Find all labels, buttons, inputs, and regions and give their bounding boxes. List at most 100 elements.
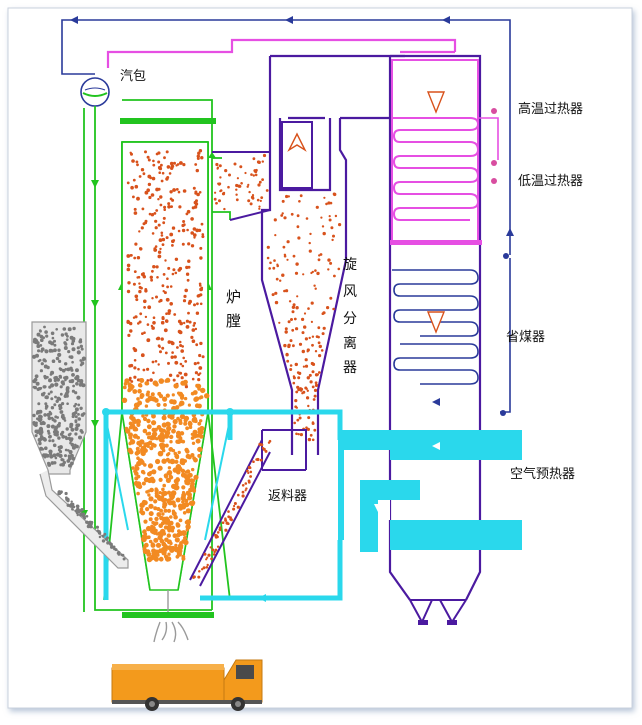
particle: [299, 194, 303, 198]
particle: [154, 521, 159, 525]
particle: [44, 446, 48, 451]
particle: [166, 533, 171, 538]
particle: [181, 439, 186, 444]
particle: [47, 431, 51, 435]
particle: [163, 403, 167, 407]
particle: [171, 244, 174, 247]
particle: [297, 433, 300, 436]
particle: [140, 510, 146, 516]
particle: [135, 446, 140, 451]
particle: [137, 322, 140, 325]
particle: [61, 402, 65, 406]
particle: [170, 205, 174, 209]
particle: [155, 265, 159, 269]
particle: [175, 522, 180, 527]
particle: [307, 416, 311, 420]
particle: [166, 277, 169, 281]
particle: [237, 493, 240, 497]
particle: [281, 199, 285, 203]
particle: [175, 497, 181, 503]
particle: [53, 461, 57, 465]
particle: [71, 508, 74, 511]
particle: [248, 190, 251, 194]
particle: [314, 383, 319, 387]
particle: [169, 547, 175, 553]
particle: [294, 271, 299, 275]
particle: [140, 459, 145, 464]
particle: [144, 535, 148, 540]
particle: [332, 234, 335, 238]
particle: [178, 421, 183, 425]
particle: [312, 398, 316, 401]
particle: [182, 299, 187, 303]
particle: [136, 440, 142, 446]
cyclone-particles: [266, 192, 342, 442]
particle: [165, 477, 171, 483]
particle: [190, 217, 194, 221]
particle: [185, 212, 189, 216]
particle: [49, 373, 53, 376]
particle: [95, 525, 99, 529]
particle: [48, 378, 52, 383]
particle: [314, 381, 318, 385]
particle: [166, 525, 172, 531]
particle: [199, 419, 203, 423]
particle: [155, 295, 158, 299]
particle: [308, 336, 311, 340]
particle: [185, 528, 189, 532]
high-temp-superheater-coil: [391, 59, 480, 243]
particle: [166, 285, 170, 289]
particle: [57, 352, 62, 357]
particle: [216, 167, 219, 170]
particle: [314, 373, 319, 377]
particle: [170, 355, 174, 359]
particle: [163, 208, 166, 211]
particle: [161, 171, 165, 175]
particle: [163, 328, 168, 333]
particle: [172, 419, 178, 425]
particle: [161, 316, 165, 321]
particle: [183, 396, 188, 401]
particle: [157, 198, 160, 201]
particle: [179, 530, 184, 536]
particle: [187, 301, 191, 305]
particle: [247, 465, 251, 470]
particle: [291, 305, 296, 309]
particle: [306, 376, 310, 380]
particle: [55, 399, 59, 403]
particle: [179, 413, 186, 420]
particle: [272, 266, 276, 270]
particle: [162, 273, 166, 276]
particle: [209, 546, 212, 549]
particle: [288, 300, 292, 303]
loop-endpoint-2: [500, 410, 506, 416]
particle: [179, 459, 186, 466]
particle: [200, 286, 204, 290]
particle: [57, 436, 61, 440]
particle: [186, 209, 191, 214]
particle: [197, 403, 202, 409]
particle: [185, 272, 190, 276]
particle: [128, 441, 132, 446]
particle: [163, 508, 168, 513]
particle: [311, 270, 314, 274]
particle: [140, 286, 143, 290]
particle: [289, 364, 293, 367]
particle: [271, 293, 275, 297]
particle: [52, 443, 57, 448]
particle: [284, 330, 288, 334]
particle: [50, 424, 55, 429]
particle: [105, 537, 109, 541]
air-line-joint: [338, 440, 344, 540]
particle: [266, 245, 270, 249]
particle: [66, 402, 69, 406]
particle: [53, 430, 57, 434]
particle: [79, 509, 82, 513]
particle: [198, 191, 202, 194]
particle: [154, 491, 159, 496]
particle: [136, 403, 140, 408]
particle: [296, 295, 299, 298]
particle: [64, 378, 67, 382]
particle: [224, 528, 228, 532]
loop-seal: [189, 429, 307, 587]
